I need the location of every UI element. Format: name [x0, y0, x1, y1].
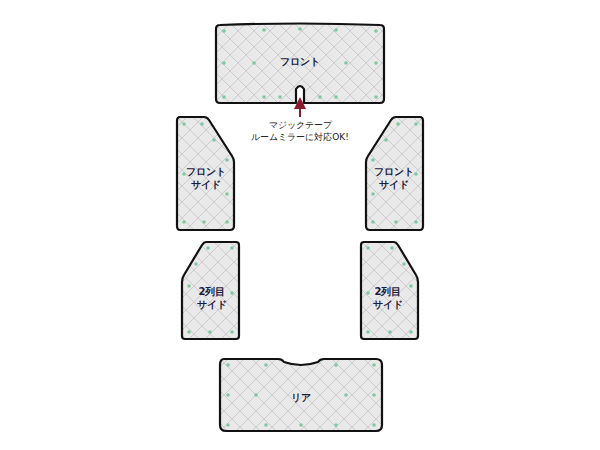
suction-cup [206, 246, 210, 250]
suction-cup [344, 393, 348, 397]
suction-cup [230, 246, 234, 250]
suction-cup [371, 220, 375, 224]
suction-cup [396, 122, 400, 126]
shade-panel: 2列目 サイド [178, 238, 242, 342]
panel-shape [220, 359, 382, 431]
suction-cup [222, 95, 226, 99]
suction-cup [372, 393, 376, 397]
suction-cup [298, 27, 302, 31]
suction-cup [414, 220, 418, 224]
suction-cup [414, 172, 418, 176]
suction-cup [409, 284, 413, 288]
panel-shape [366, 117, 423, 230]
suction-cup [264, 363, 268, 367]
suction-cup [262, 95, 266, 99]
suction-cup [230, 291, 234, 295]
suction-cup [390, 246, 394, 250]
suction-cup [254, 393, 258, 397]
shade-panel: リア [216, 355, 386, 435]
suction-cup [344, 61, 348, 65]
suction-cup [194, 262, 198, 266]
note-label: マジックテープ ルームミラーに対応OK! [251, 120, 349, 143]
suction-cup [366, 246, 370, 250]
suction-cup [226, 363, 230, 367]
suction-cup [252, 61, 256, 65]
suction-cup [208, 330, 212, 334]
suction-cup [182, 220, 186, 224]
panel-label: フロント サイド [186, 165, 226, 191]
suction-cup [200, 122, 204, 126]
pointer-arrow [299, 103, 301, 117]
panel-shape [182, 242, 239, 339]
suction-cup [226, 423, 230, 427]
suction-cup [225, 220, 229, 224]
suction-cup [374, 61, 378, 65]
suction-cup [182, 172, 186, 176]
panel-shape [177, 117, 234, 230]
suction-cup [366, 291, 370, 295]
suction-cup [230, 330, 234, 334]
suction-cup [226, 393, 230, 397]
panel-label: リア [291, 391, 311, 404]
suction-cup [388, 330, 392, 334]
suction-cup [374, 29, 378, 33]
panel-label: フロント [280, 55, 320, 68]
suction-cup [394, 220, 398, 224]
shade-panel: フロント サイド [174, 114, 238, 234]
suction-cup [366, 330, 370, 334]
suction-cup [372, 363, 376, 367]
suction-cup [414, 122, 418, 126]
shade-panel: 2列目 サイド [358, 238, 422, 342]
suction-cup [334, 423, 338, 427]
suction-cup [225, 158, 229, 162]
suction-cup [371, 192, 375, 196]
suction-cup [264, 423, 268, 427]
suction-cup [222, 61, 226, 65]
suction-cup [334, 363, 338, 367]
suction-cup [262, 28, 266, 32]
panel-shape [361, 242, 418, 339]
suction-cup [222, 29, 226, 33]
suction-cup [334, 28, 338, 32]
suction-cup [334, 95, 338, 99]
suction-cup [182, 122, 186, 126]
panel-shape [216, 24, 384, 104]
suction-cup [409, 330, 413, 334]
suction-cup [225, 192, 229, 196]
suction-cup [371, 158, 375, 162]
suction-cup [212, 138, 216, 142]
suction-cup [374, 95, 378, 99]
panel-label: 2列目 サイド [197, 285, 227, 311]
panel-label: 2列目 サイド [373, 285, 403, 311]
suction-cup [187, 330, 191, 334]
suction-cup [384, 138, 388, 142]
suction-cup [402, 262, 406, 266]
shade-panel: フロント [214, 23, 386, 107]
suction-cup [318, 95, 322, 99]
suction-cup [278, 95, 282, 99]
suction-cup [372, 423, 376, 427]
suction-cup [187, 284, 191, 288]
shade-panel: フロント サイド [362, 114, 426, 234]
suction-cup [299, 423, 303, 427]
suction-cup [202, 220, 206, 224]
panel-label: フロント サイド [374, 165, 414, 191]
